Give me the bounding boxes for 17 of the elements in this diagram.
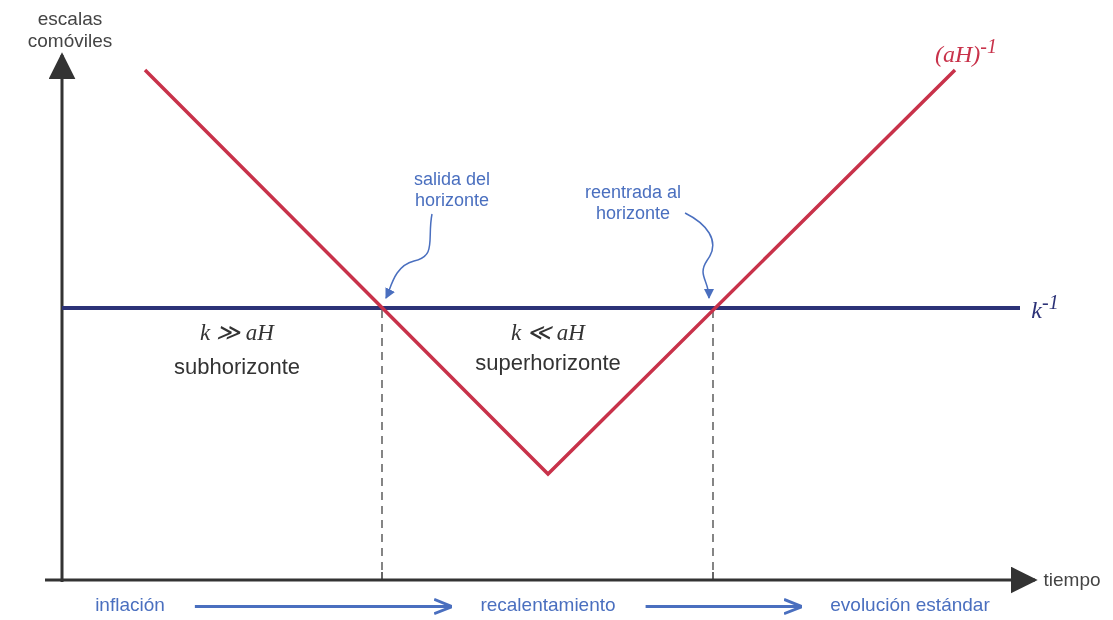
phase-label: inflación: [60, 594, 200, 616]
region-label: k ≪ aH: [510, 319, 587, 347]
arrow: [194, 597, 454, 616]
phase-label: recalentamiento: [448, 594, 648, 616]
callout-text: reentrada al horizonte: [558, 182, 708, 224]
region-label: subhorizonte: [173, 354, 301, 380]
axis-label: tiempo: [1042, 569, 1102, 591]
curve-label: (aH)$^{-1}$: [934, 35, 998, 69]
axis-label: escalas comóviles: [26, 8, 114, 52]
arrow: [645, 597, 804, 616]
callout-text: salida del horizonte: [392, 169, 512, 211]
line-label: k$^{-1}$: [1030, 291, 1060, 325]
leader-arrow: [684, 212, 714, 300]
leader-arrow: [385, 213, 433, 299]
phase-label: evolución estándar: [800, 594, 1020, 616]
region-label: k ≫ aH: [199, 319, 276, 347]
region-label: superhorizonte: [474, 350, 622, 376]
